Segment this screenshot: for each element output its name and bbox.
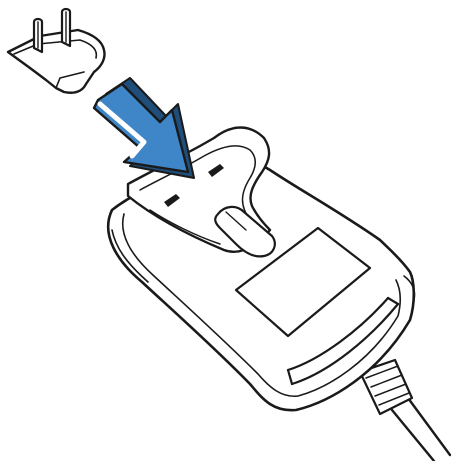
release-latch xyxy=(214,205,276,258)
insert-arrow xyxy=(92,77,195,179)
power-adapter xyxy=(106,126,416,412)
plug-icon xyxy=(6,7,106,94)
arrow-highlight xyxy=(97,101,147,159)
plug-adapter xyxy=(6,7,106,94)
arrow-face xyxy=(92,82,190,174)
socket-slot-right xyxy=(208,164,224,177)
plug-base xyxy=(6,28,106,94)
power-adapter-icon xyxy=(106,126,416,412)
socket-slot-left xyxy=(164,194,180,207)
arrow-icon xyxy=(92,77,195,179)
cable-icon xyxy=(358,358,452,461)
power-cable xyxy=(358,358,452,461)
adapter-label-area xyxy=(234,226,372,338)
